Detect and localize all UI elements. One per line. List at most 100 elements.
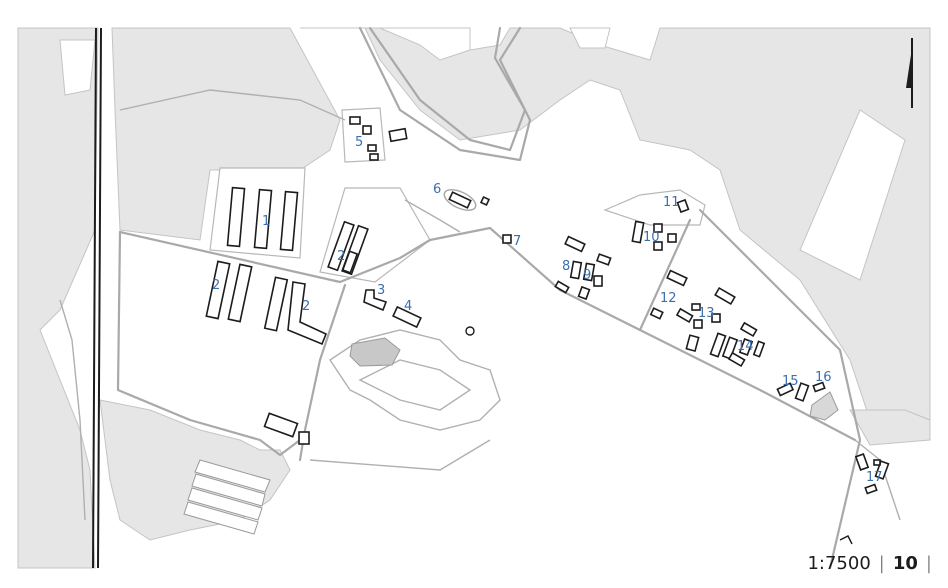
land-area-east-field: [799, 109, 906, 281]
building-10d: [653, 241, 663, 251]
land-area-north-patch: [569, 27, 611, 49]
building-2d: [287, 281, 328, 346]
building-10c: [667, 233, 677, 243]
building-13a: [714, 286, 736, 306]
building-7: [502, 234, 512, 244]
pond: [349, 337, 401, 367]
marker-circle: [465, 326, 475, 336]
building-9a: [582, 262, 596, 282]
building-10a: [631, 220, 645, 244]
building-9b: [593, 275, 603, 287]
map-label: 4: [404, 299, 412, 314]
building-2a: [205, 260, 231, 320]
land-area-se-patch: [849, 409, 931, 446]
road-west-curve: [59, 299, 86, 521]
building-14a: [709, 332, 727, 358]
road-west-loop: [116, 230, 302, 457]
footer-trailing-separator: |: [925, 553, 932, 574]
map-labels: 1 2 2 2 3 4 5 6 7 8 9 10 11 12 13 14 15 …: [212, 135, 883, 485]
building-2c: [263, 276, 289, 332]
map-label: 10: [643, 230, 660, 245]
pond-east: [809, 391, 839, 421]
map-footer: 1:7500 | 10 |: [807, 553, 932, 574]
map-label: 16: [815, 370, 832, 385]
railway: [92, 27, 102, 569]
building-8c: [554, 280, 570, 294]
rail-line-b: [97, 27, 102, 569]
road-central-south: [298, 283, 347, 462]
building-8b: [569, 260, 583, 280]
map-label: 13: [698, 306, 715, 321]
building-5d: [369, 153, 379, 161]
building-13f: [685, 334, 700, 353]
building-17b: [874, 460, 890, 480]
road-park-south: [309, 439, 491, 471]
map-label: 8: [562, 259, 570, 274]
map-label: 17: [866, 470, 883, 485]
building-13e: [711, 313, 721, 323]
road-main-diagonal: [118, 226, 857, 442]
building-2b: [227, 263, 253, 323]
building-5c: [367, 144, 377, 152]
road-east: [698, 208, 862, 570]
map-label: 2: [212, 278, 220, 293]
land-areas: [17, 27, 931, 569]
building-17a: [854, 453, 870, 471]
building-13c: [691, 303, 701, 311]
allotment-2: [191, 473, 266, 507]
building-11: [676, 198, 690, 214]
map-label: 9: [583, 268, 591, 283]
rail-line-a: [92, 27, 97, 569]
building-10b: [653, 223, 663, 233]
map-label: 5: [355, 135, 363, 150]
building-1c: [279, 190, 299, 252]
allotment-1: [194, 459, 271, 493]
map-label: 14: [737, 339, 754, 354]
building-12a: [666, 269, 688, 287]
building-15a: [776, 382, 795, 397]
land-area-north-strip: [379, 27, 471, 61]
scale-label: 1:7500: [807, 553, 871, 574]
land-area-north: [300, 27, 931, 431]
building-south-b: [298, 431, 310, 445]
plot-10-11: [603, 189, 706, 226]
building-1b: [253, 188, 273, 250]
road-east-inner: [638, 218, 692, 332]
roads: [59, 26, 901, 570]
building-9d: [595, 253, 612, 266]
building-13b: [675, 307, 694, 324]
allotment-4: [183, 501, 259, 535]
building-15b: [794, 382, 810, 402]
allotment-3: [187, 487, 263, 521]
building-2g: [341, 250, 359, 274]
building-9c: [577, 285, 591, 301]
north-arrow-head: [906, 48, 912, 88]
building-13d: [693, 319, 703, 329]
building-12b: [649, 307, 664, 320]
building-3: [363, 289, 388, 312]
building-1a: [226, 186, 246, 248]
page-number: 10: [892, 553, 918, 574]
building-2e: [327, 220, 355, 272]
compass-tick-icon: [839, 535, 853, 545]
building-14e: [752, 340, 766, 358]
allotments: [183, 459, 271, 535]
road-park-loops: [329, 329, 501, 431]
map-label: 7: [513, 234, 521, 249]
building-5b: [362, 125, 372, 135]
building-14b: [721, 336, 739, 360]
building-south-a: [263, 412, 299, 438]
map-label: 2: [302, 299, 310, 314]
map-label: 12: [660, 291, 677, 306]
road-river-bend: [368, 26, 527, 152]
land-area-west-patch: [59, 39, 96, 96]
building-8a: [564, 235, 586, 253]
building-14c: [739, 321, 758, 338]
map-label: 1: [262, 214, 270, 229]
building-14d: [738, 338, 754, 356]
land-area-west: [17, 27, 99, 569]
road-north-loop: [358, 26, 532, 162]
road-north-branch: [404, 199, 461, 233]
road-park-loop-inner: [358, 359, 472, 411]
